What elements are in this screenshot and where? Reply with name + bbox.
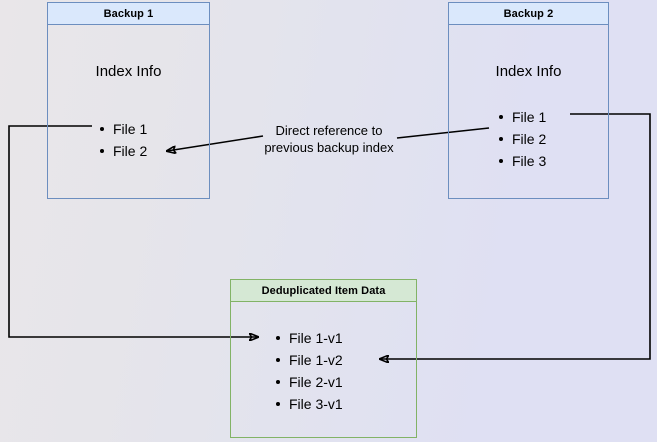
direct-reference-note: Direct reference to previous backup inde… [264, 123, 394, 155]
list-item: File 1 [498, 106, 546, 128]
backup-1-header: Backup 1 [48, 3, 209, 25]
list-item: File 3 [498, 150, 546, 172]
deduplicated-item-data-box: Deduplicated Item Data File 1-v1 File 1-… [230, 279, 417, 438]
backup-2-header: Backup 2 [449, 3, 608, 25]
deduplicated-item-data-body: File 1-v1 File 1-v2 File 2-v1 File 3-v1 [231, 302, 416, 437]
backup-1-index-label: Index Info [95, 63, 162, 80]
backup-1-item-list: File 1 File 2 [99, 118, 147, 162]
list-item: File 1 [99, 118, 147, 140]
backup-2-index-label: Index Info [495, 63, 562, 80]
deduplicated-item-list: File 1-v1 File 1-v2 File 2-v1 File 3-v1 [275, 327, 343, 415]
deduplicated-item-data-header: Deduplicated Item Data [231, 280, 416, 302]
list-item: File 2 [498, 128, 546, 150]
list-item: File 1-v2 [275, 349, 343, 371]
list-item: File 1-v1 [275, 327, 343, 349]
backup-2-box: Backup 2 Index Info File 1 File 2 File 3 [448, 2, 609, 199]
backup-1-box: Backup 1 Index Info File 1 File 2 [47, 2, 210, 199]
list-item: File 2-v1 [275, 371, 343, 393]
backup-1-body: Index Info File 1 File 2 [48, 25, 209, 198]
backup-2-item-list: File 1 File 2 File 3 [498, 106, 546, 172]
backup-2-body: Index Info File 1 File 2 File 3 [449, 25, 608, 198]
list-item: File 3-v1 [275, 393, 343, 415]
list-item: File 2 [99, 140, 147, 162]
